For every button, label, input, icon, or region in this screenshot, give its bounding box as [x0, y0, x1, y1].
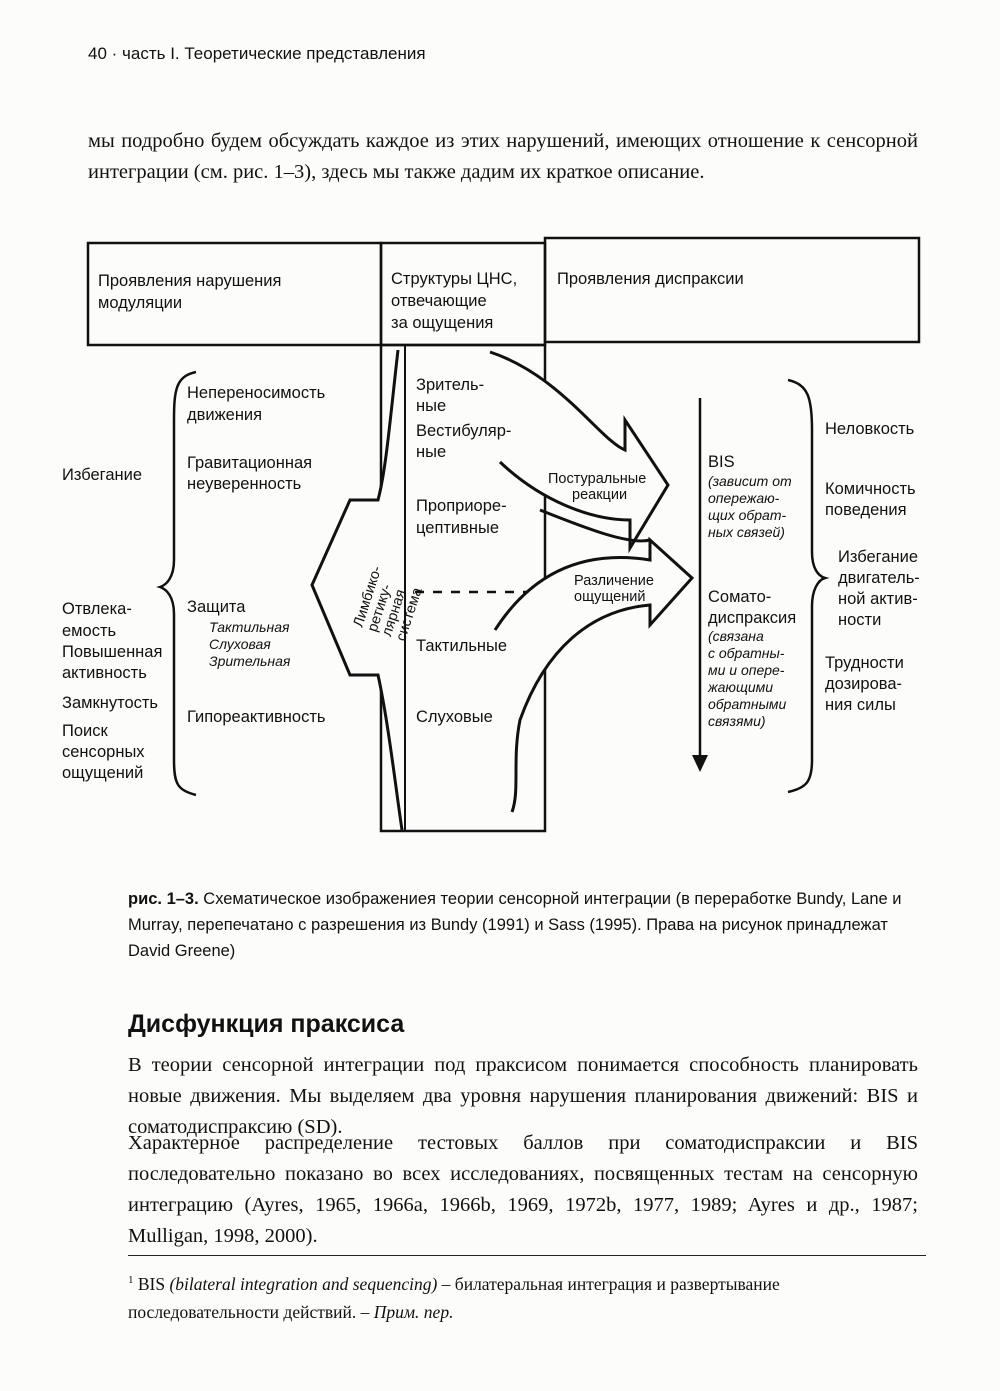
figure-caption: рис. 1–3. Схематическое изображениея тео… [128, 886, 918, 964]
header-box-center [379, 241, 547, 347]
header-right-text: Проявления диспраксии [557, 270, 744, 288]
label-gravitational-insecurity: Гравитационная неуверенность [187, 454, 317, 493]
header-left-text: Проявления нарушения модуляции [98, 272, 286, 312]
label-limbic-system: Лимбико- ретику- лярная система [351, 560, 430, 643]
limbic-arrow [310, 349, 404, 831]
caption-label: рис. 1–3. [128, 890, 199, 908]
intro-paragraph: мы подробно будем обсуждать каждое из эт… [88, 130, 918, 183]
footnote-term-expansion: (bilateral integration and sequencing) [169, 1273, 438, 1294]
label-movement-intolerance: Непереносимость движения [187, 384, 330, 424]
header-center-text: Структуры ЦНС, отвечающие за ощущения [391, 270, 522, 332]
label-bis: BIS [708, 453, 735, 471]
label-visual: Зритель- ные [416, 376, 489, 415]
label-postural-reactions: Постуральные реакции [548, 471, 650, 503]
brace-right [787, 378, 830, 794]
label-hyporeactivity: Гипореактивность [187, 708, 326, 726]
header-box-left [86, 241, 383, 347]
body-paragraph-2: Характерное распределение тестовых балло… [128, 1132, 918, 1247]
label-defense: Защита [187, 598, 246, 616]
label-somatodyspraxia-note: (связана с обратны- ми и опере- жающими … [707, 628, 790, 729]
label-sensory-seeking: Поиск сенсорных ощущений [62, 722, 149, 782]
body-paragraph-1: В теории сенсорной интеграции под пракси… [128, 1054, 918, 1138]
header-box-right [543, 236, 921, 344]
cns-column [379, 343, 547, 833]
footnote: 1 BIS (bilateral integration and sequenc… [128, 1266, 928, 1326]
footnote-rule [128, 1255, 926, 1256]
footnote-translator-note: Прим. пер. [373, 1301, 454, 1322]
footnote-term: BIS [137, 1273, 166, 1294]
label-defense-types: Тактильная Слуховая Зрительная [209, 619, 293, 669]
label-proprioceptive: Проприоре- цептивные [416, 497, 511, 537]
label-sensory-discrimination: Различение ощущений [574, 573, 658, 605]
section-heading: Дисфункция праксиса [128, 1010, 405, 1038]
discrimination-arrow-upper-edge [539, 508, 651, 543]
caption-text: Схематическое изображениея теории сенсор… [128, 890, 902, 960]
label-avoidance: Избегание [62, 466, 142, 484]
label-bis-note: (зависит от опережаю- щих обрат- ных свя… [708, 473, 796, 540]
label-force-grading: Трудности дозирова- ния силы [825, 654, 908, 714]
label-distractibility: Отвлека- емость [62, 600, 136, 640]
label-withdrawn: Замкнутость [62, 694, 158, 712]
footnote-definition: – билатеральная интеграция и развертыван… [128, 1273, 780, 1322]
label-tactile: Тактильные [416, 637, 507, 655]
running-head: 40 · часть I. Теоретические представлени… [88, 44, 426, 63]
footnote-mark: 1 [128, 1274, 134, 1286]
label-vestibular: Вестибуляр- ные [416, 422, 516, 461]
label-somatodyspraxia: Сомато- диспраксия [708, 588, 796, 627]
label-clumsiness: Неловкость [825, 420, 914, 438]
label-motor-avoidance: Избегание двигатель- ной актив- ности [838, 548, 924, 629]
label-comical-behavior: Комичность поведения [825, 480, 920, 519]
label-auditory: Слуховые [416, 708, 493, 726]
postural-arrow [489, 350, 670, 554]
praxis-down-arrow-head [692, 755, 708, 772]
discrimination-arrow [493, 536, 695, 813]
brace-left [156, 370, 197, 797]
label-hyperactivity: Повышенная активность [62, 643, 167, 682]
